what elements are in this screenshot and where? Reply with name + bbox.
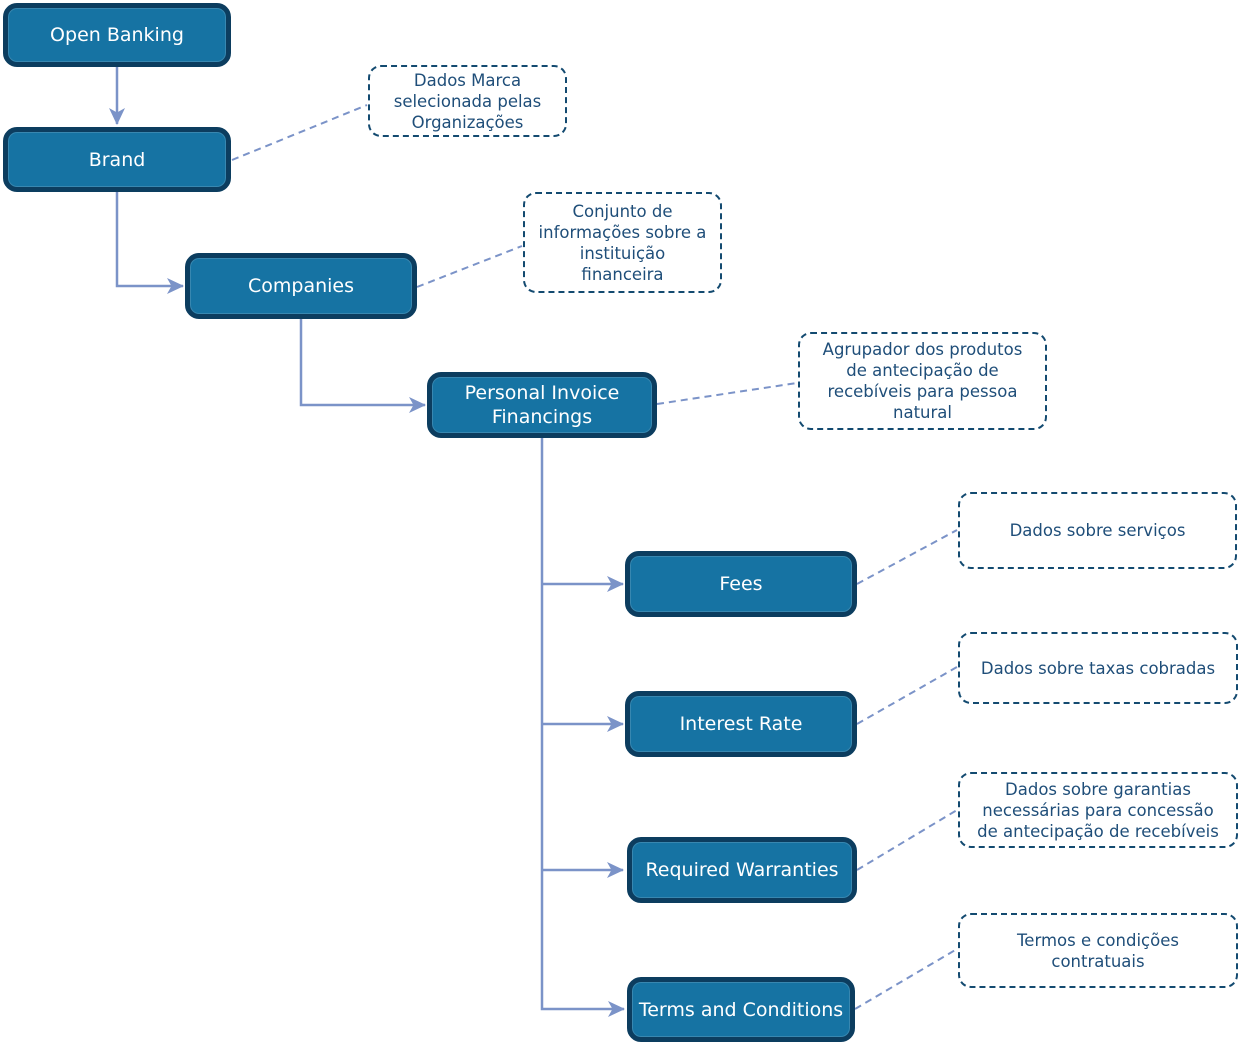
connector-brand-to-companies [115, 192, 184, 294]
annotation-brand: Dados Marca selecionada pelas Organizaçõ… [368, 65, 567, 137]
annotation-terms-and-conditions: Termos e condições contratuais [958, 913, 1238, 988]
callout-link-terms-and-conditions [854, 948, 958, 1010]
callout-link-companies [416, 245, 523, 288]
node-companies: Companies [185, 253, 417, 319]
connector-trunk-to-terms-and-conditions [540, 438, 625, 1017]
node-open-banking: Open Banking [3, 3, 231, 67]
node-required-warranties: Required Warranties [627, 837, 857, 903]
callout-link-interest-rate [856, 666, 958, 725]
annotation-personal-invoice-financings: Agrupador dos produtos de antecipação de… [798, 332, 1047, 430]
annotation-required-warranties: Dados sobre garantias necessárias para c… [958, 772, 1238, 848]
node-terms-and-conditions: Terms and Conditions [627, 977, 855, 1042]
callout-link-fees [856, 529, 958, 585]
node-fees: Fees [625, 551, 857, 617]
connector-companies-to-personal-invoice-financings [299, 319, 426, 413]
callout-link-required-warranties [856, 809, 958, 871]
annotation-fees: Dados sobre serviços [958, 492, 1237, 569]
callout-link-brand [231, 104, 368, 161]
node-interest-rate: Interest Rate [625, 691, 857, 757]
node-personal-invoice-financings: Personal Invoice Financings [427, 372, 657, 438]
annotation-companies: Conjunto de informações sobre a institui… [523, 192, 722, 293]
annotation-interest-rate: Dados sobre taxas cobradas [958, 632, 1238, 704]
callout-link-personal-invoice-financings [656, 382, 798, 405]
node-brand: Brand [3, 127, 231, 192]
